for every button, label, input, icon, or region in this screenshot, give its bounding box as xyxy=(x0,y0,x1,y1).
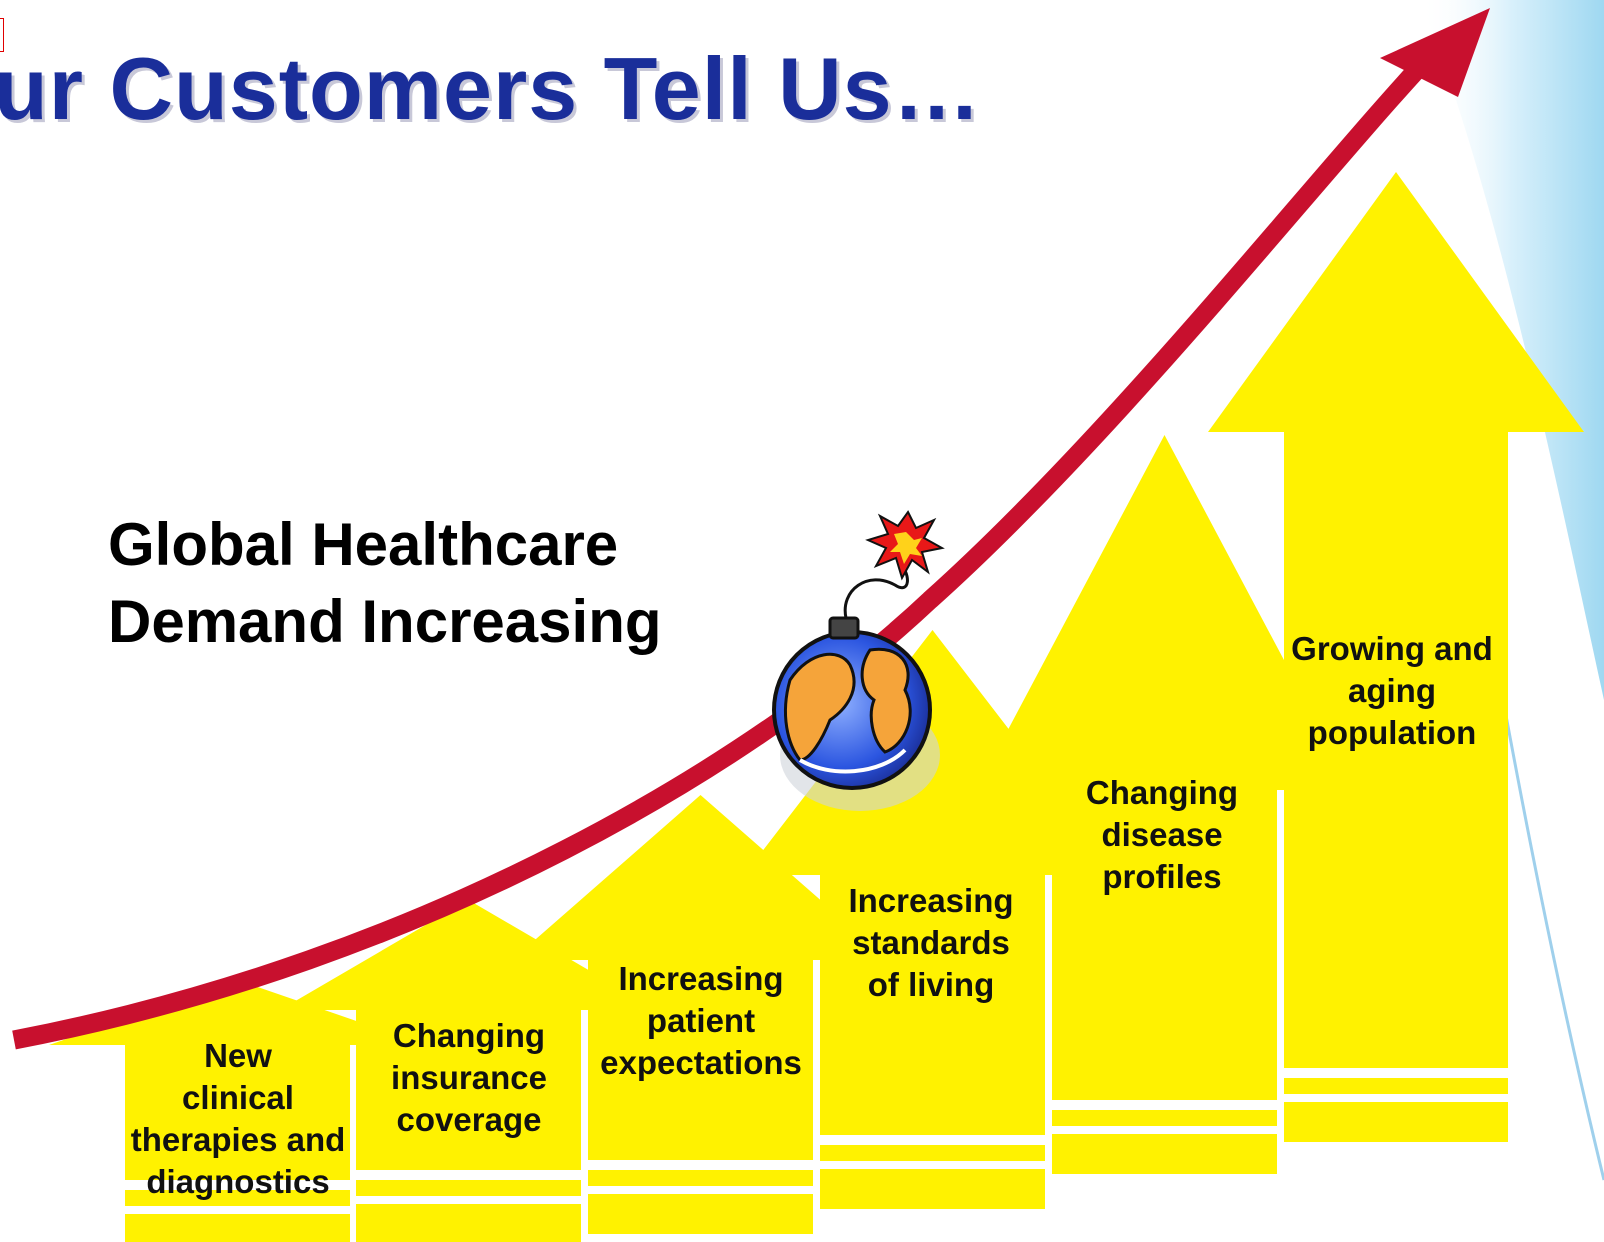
arrow-base-stripe xyxy=(125,1214,350,1242)
arrow-group xyxy=(49,172,1584,1242)
block-arrow-clinical-therapies xyxy=(49,980,426,1180)
headline-line: Global Healthcare xyxy=(108,511,619,578)
arrow-base-stripe xyxy=(1052,1110,1277,1126)
block-arrow-patient-expectations xyxy=(512,795,889,1160)
headline: Global Healthcare Demand Increasing xyxy=(108,506,662,660)
arrow-base-stripe xyxy=(820,1169,1045,1209)
arrow-base-stripe xyxy=(356,1204,581,1242)
arrow-label-patient-expectations: Increasing patient expectations xyxy=(581,958,821,1084)
label-line: coverage xyxy=(396,1101,542,1138)
label-line: patient xyxy=(646,1002,756,1039)
label-line: of living xyxy=(867,966,995,1003)
label-line: therapies and xyxy=(130,1121,346,1158)
label-line: standards xyxy=(852,924,1010,961)
label-line: clinical xyxy=(182,1079,294,1116)
arrow-base-stripe xyxy=(588,1170,813,1186)
arrow-label-disease-profiles: Changing disease profiles xyxy=(1042,772,1282,898)
slide-title: ur Customers Tell Us… xyxy=(0,39,982,138)
background-wave xyxy=(1420,0,1604,700)
globe-bomb-icon xyxy=(772,558,940,811)
label-line: Growing and xyxy=(1291,630,1493,667)
label-line: Increasing xyxy=(848,882,1014,919)
label-line: insurance xyxy=(391,1059,547,1096)
arrow-label-insurance-coverage: Changing insurance coverage xyxy=(349,1015,589,1141)
trend-arrow xyxy=(12,38,1447,1050)
label-line: disease xyxy=(1101,816,1223,853)
block-arrow-disease-profiles xyxy=(976,435,1353,1100)
label-line: profiles xyxy=(1102,858,1222,895)
label-line: Increasing xyxy=(618,960,784,997)
arrow-base-stripe xyxy=(1052,1134,1277,1174)
arrow-base-stripe xyxy=(820,1145,1045,1161)
arrow-base-stripe xyxy=(1284,1078,1508,1094)
trend-arrowhead xyxy=(1380,8,1490,97)
arrow-base-stripe xyxy=(125,1190,350,1206)
red-corner-mark xyxy=(0,18,4,52)
block-arrow-insurance-coverage xyxy=(280,900,657,1170)
label-line: Changing xyxy=(1085,774,1239,811)
label-line: expectations xyxy=(600,1044,802,1081)
label-line: population xyxy=(1307,714,1477,751)
arrow-base-stripe xyxy=(1284,1102,1508,1142)
arrow-label-standards-of-living: Increasing standards of living xyxy=(811,880,1051,1006)
block-arrow-aging-population xyxy=(1208,172,1584,1068)
label-line: aging xyxy=(1348,672,1436,709)
label-line: diagnostics xyxy=(146,1163,330,1200)
headline-line: Demand Increasing xyxy=(108,588,662,655)
arrow-base-stripe xyxy=(356,1180,581,1196)
arrow-base-stripe xyxy=(588,1194,813,1234)
label-line: Changing xyxy=(392,1017,546,1054)
label-line: New xyxy=(204,1037,272,1074)
arrow-label-clinical-therapies: New clinical therapies and diagnostics xyxy=(118,1035,358,1203)
arrow-label-aging-population: Growing and aging population xyxy=(1272,628,1512,754)
